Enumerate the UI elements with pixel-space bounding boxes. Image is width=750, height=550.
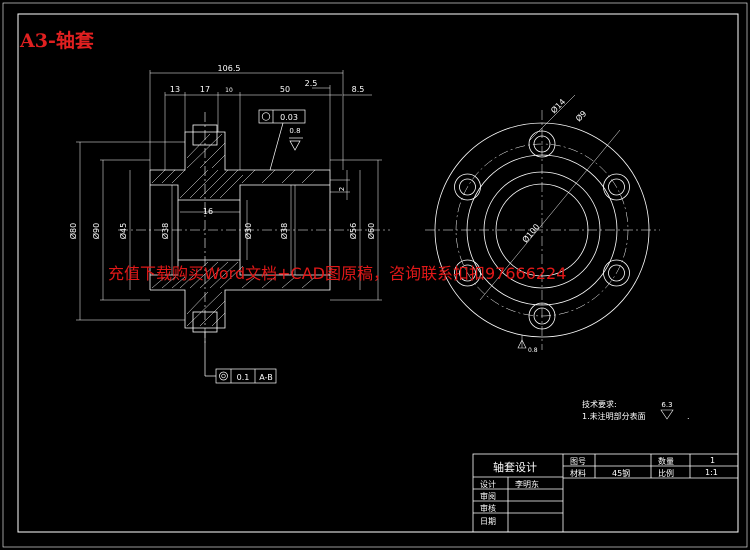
dim-d-bore-a: Ø38 [160, 223, 170, 239]
scale-label: 比例 [658, 469, 674, 478]
end-view-roughness: 0.8 [528, 347, 538, 354]
roughness-top: 0.8 [289, 127, 300, 135]
runout-frame [204, 332, 277, 384]
review-label: 审阅 [480, 492, 496, 501]
tech-requirements: 技术要求: 1.未注明部分表面 6.3 . [582, 399, 690, 421]
inner-border [17, 13, 739, 533]
lower-bore-line [150, 259, 330, 276]
hatch-lower [151, 261, 316, 327]
dim-d-right-b: Ø60 [366, 223, 376, 239]
flange-outer-circle [434, 122, 650, 338]
top-dimensions [149, 70, 372, 213]
tech-req-title: 技术要求: [582, 399, 617, 409]
dim-17: 17 [200, 85, 210, 94]
material-label: 材料 [570, 469, 586, 478]
end-view [425, 94, 660, 350]
date-label: 日期 [480, 517, 496, 526]
dim-hole-9: Ø9 [573, 108, 588, 123]
tech-req-dot: . [687, 412, 690, 421]
dim-pcd: Ø100 [520, 222, 542, 245]
bore-circle-inner [495, 183, 589, 277]
dim-hole-14: Ø14 [549, 97, 568, 116]
material-value: 45钢 [612, 469, 631, 478]
outer-profile [149, 131, 331, 329]
runout-datum: A-B [259, 373, 272, 382]
dim-10: 10 [225, 87, 233, 94]
dim-d-flange: Ø80 [68, 223, 78, 239]
design-label: 设计 [480, 480, 496, 489]
check-label: 审核 [480, 504, 496, 513]
scale-value: 1:1 [705, 468, 718, 477]
dim-d-bore-b: Ø30 [243, 223, 253, 239]
dim-d-pitch: Ø90 [91, 223, 101, 239]
bore-circle-outer [483, 171, 601, 289]
dim-overall-length: 106.5 [218, 64, 241, 73]
dim-d-body: Ø45 [118, 223, 128, 239]
section-view: 106.5 13 17 10 50 2.5 8.5 16 2 [68, 64, 390, 384]
bolt-holes [454, 130, 630, 330]
dim-2-5: 2.5 [305, 79, 318, 88]
dim-2: 2 [338, 187, 346, 191]
dim-d-bore-c: Ø38 [279, 223, 289, 239]
tech-req-roughness: 6.3 [661, 401, 672, 409]
sheet-title: A3-轴套 [20, 30, 94, 52]
design-value: 李明东 [515, 480, 539, 489]
body-circle [466, 154, 618, 306]
title-block [472, 453, 739, 533]
drawing-no-label: 图号 [570, 457, 586, 466]
hatch-upper [151, 133, 316, 199]
runout-value: 0.1 [237, 373, 250, 382]
dim-d-right-a: Ø56 [348, 223, 358, 239]
vertical-dimensions [76, 141, 382, 321]
flatness-value: 0.03 [280, 113, 298, 122]
quantity-value: 1 [710, 456, 716, 465]
watermark: 充值下载购买Word文档+CAD图原稿，咨询联系扣扣97666224 [108, 264, 567, 283]
upper-bore-line [150, 184, 330, 201]
dim-13: 13 [170, 85, 180, 94]
dim-16: 16 [203, 207, 213, 216]
dim-50: 50 [280, 85, 290, 94]
part-name: 轴套设计 [493, 461, 537, 474]
dim-8-5: 8.5 [352, 85, 365, 94]
pitch-circle [455, 143, 629, 317]
tech-req-item1: 1.未注明部分表面 [582, 411, 646, 421]
quantity-label: 数量 [658, 457, 674, 466]
flatness-frame [258, 109, 306, 171]
